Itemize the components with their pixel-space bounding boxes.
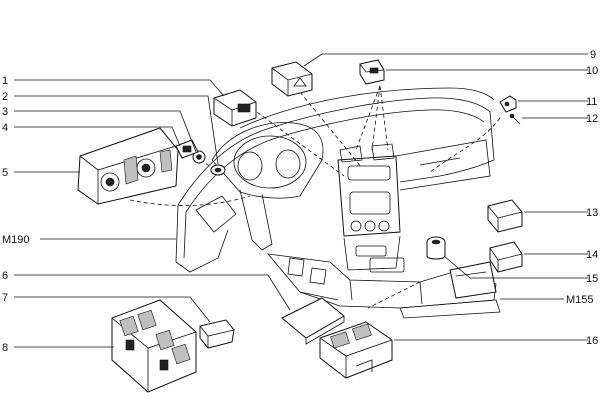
- callout-4: 4: [2, 122, 8, 134]
- part-10-switch: [359, 59, 385, 85]
- part-13-switch: [487, 199, 523, 233]
- callout-15: 15: [586, 273, 598, 285]
- part-5-control-panel: [77, 127, 179, 205]
- callout-m155: M155: [566, 294, 594, 306]
- callout-7: 7: [2, 292, 8, 304]
- part-2-knob: [210, 164, 226, 176]
- part-9-hazard-switch: [271, 61, 313, 97]
- part-11-sensor: [499, 95, 517, 113]
- part-7-bracket: [199, 319, 235, 349]
- part-16-twin-switch: [319, 321, 393, 379]
- callout-3: 3: [2, 106, 8, 118]
- callout-14: 14: [586, 249, 598, 261]
- callout-6: 6: [2, 270, 8, 282]
- callout-m190: M190: [2, 234, 30, 246]
- part-8-window-switch-cluster: [111, 299, 197, 393]
- callout-12: 12: [586, 113, 598, 125]
- callout-8: 8: [2, 342, 8, 354]
- part-15-lighter: [426, 236, 446, 260]
- callout-16: 16: [586, 335, 598, 347]
- part-1-switch: [213, 89, 257, 127]
- callout-5: 5: [2, 167, 8, 179]
- part-4-switch: [175, 139, 199, 159]
- part-6-panel: [281, 297, 345, 345]
- callout-11: 11: [586, 96, 597, 108]
- callout-2: 2: [2, 91, 8, 103]
- callout-13: 13: [586, 207, 598, 219]
- callout-10: 10: [586, 65, 598, 77]
- dashboard-assembly: [175, 87, 501, 319]
- callout-labels: 1 2 3 4 5 6 7 8 9 10 11 12 13 14 15 16 M…: [2, 49, 598, 354]
- part-14-switch: [489, 241, 523, 273]
- callout-9: 9: [590, 49, 596, 61]
- part-3-bulb: [192, 150, 206, 164]
- leader-lines: [14, 53, 588, 348]
- callout-1: 1: [2, 75, 8, 87]
- part-12-screw: [509, 113, 521, 125]
